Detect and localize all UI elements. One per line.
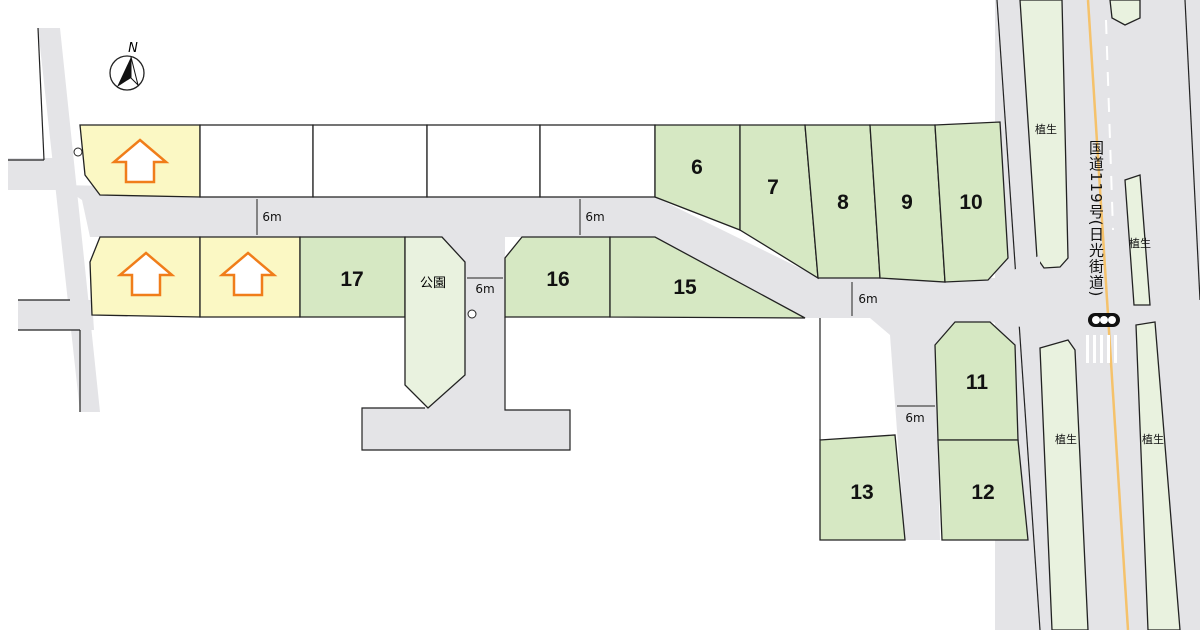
vegetation-label: 植生	[1142, 432, 1164, 446]
lot-label: 16	[546, 268, 569, 291]
lot-12[interactable]	[937, 439, 1029, 541]
hydrant-icon	[73, 147, 83, 157]
lot-sold-2[interactable]	[312, 124, 428, 198]
vegetation-label: 植生	[1035, 122, 1057, 136]
lot-sold-4[interactable]	[539, 124, 656, 198]
lot-13[interactable]	[819, 434, 906, 541]
highway-name-label: 国道119号(日光街道)	[1087, 140, 1105, 298]
road-width-label: 6m	[585, 210, 604, 224]
median-top	[1109, 0, 1141, 26]
lot-label: 11	[966, 371, 989, 394]
road-width-label: 6m	[262, 210, 281, 224]
traffic-signal-icon	[1088, 313, 1120, 327]
lot-label: 13	[850, 481, 873, 504]
median-vegetation-2	[1039, 339, 1089, 630]
park-label: 公園	[420, 276, 446, 291]
lot-15[interactable]	[609, 236, 806, 319]
crosswalk	[1086, 335, 1117, 363]
lot-sold-1[interactable]	[199, 124, 314, 198]
dimension-arrows	[256, 199, 935, 407]
park	[404, 236, 466, 409]
lot-label: 15	[673, 276, 697, 299]
road-width-label: 6m	[905, 411, 924, 425]
lot-16[interactable]	[504, 236, 611, 318]
median-vegetation-3	[1124, 174, 1151, 306]
lot-label: 7	[767, 176, 779, 199]
lot-label: 10	[959, 191, 982, 214]
vegetation-label: 植生	[1055, 432, 1077, 446]
lot-sold-3[interactable]	[426, 124, 541, 198]
lot-10[interactable]	[934, 121, 1009, 283]
vegetation-label: 植生	[1129, 236, 1151, 250]
lot-label: 8	[837, 191, 849, 214]
north-arrow-icon	[109, 55, 145, 91]
median-vegetation-4	[1135, 321, 1181, 630]
lot-label: 6	[691, 156, 703, 179]
hydrant-icon	[467, 309, 477, 319]
lot-label: 9	[901, 191, 913, 214]
lot-label: 12	[971, 481, 994, 504]
lot-label: 17	[340, 268, 363, 291]
local-roads	[8, 28, 1040, 540]
house-arrow-icon	[110, 138, 278, 297]
road-width-label: 6m	[858, 292, 877, 306]
road-width-label: 6m	[475, 282, 494, 296]
north-label: N	[128, 41, 138, 56]
